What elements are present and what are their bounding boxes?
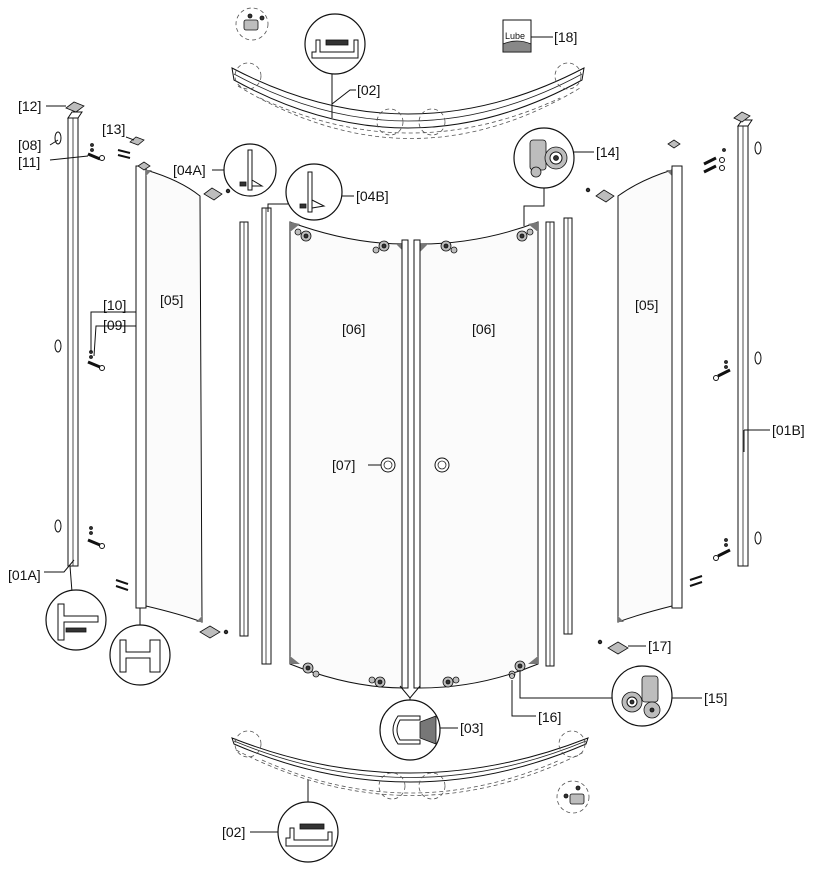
bottom-guide-left — [199, 625, 229, 639]
roller-bottom-left-1 — [302, 662, 320, 678]
left-fixed-panel — [115, 161, 203, 623]
top-screw-callout — [235, 7, 269, 41]
roller-top-left-2 — [372, 240, 390, 254]
right-sliding-door — [413, 221, 539, 689]
seal-04B-callout — [285, 163, 343, 221]
bottom-guide-right — [597, 639, 629, 655]
label-11: [11] — [18, 154, 40, 170]
label-04B: [04B] — [356, 188, 389, 204]
label-08: [08] — [18, 137, 41, 153]
part-16 — [509, 673, 515, 679]
roller-bottom-right-1 — [442, 676, 460, 688]
lube-sachet: Lube — [502, 19, 532, 53]
part-13 — [117, 136, 145, 159]
label-14: [14] — [596, 144, 619, 160]
left-sliding-door — [289, 221, 409, 689]
seal-04A-callout — [223, 143, 277, 197]
top-guide-right — [585, 187, 615, 203]
magnetic-strip-right — [545, 217, 573, 667]
profile-01A-callout — [45, 589, 107, 651]
screws-11 — [87, 143, 105, 161]
magnetic-strip-left — [239, 207, 272, 665]
label-06-left: [06] — [342, 321, 365, 337]
label-04A: [04A] — [173, 162, 206, 178]
label-15: [15] — [704, 690, 727, 706]
label-12: [12] — [18, 98, 41, 114]
label-17: [17] — [648, 638, 671, 654]
top-roller-callout — [513, 127, 575, 189]
knob-right — [434, 457, 450, 473]
screws-lower-left — [87, 526, 105, 549]
label-03: [03] — [460, 720, 483, 736]
top-track — [231, 62, 585, 139]
label-07: [07] — [332, 457, 355, 473]
screws-09-10 — [87, 350, 105, 371]
end-cap-12 — [65, 101, 85, 113]
label-13: [13] — [102, 121, 125, 137]
right-wall-profile — [733, 111, 762, 567]
label-05-left: [05] — [160, 292, 183, 308]
right-fixed-panel — [617, 139, 703, 623]
label-01A: [01A] — [8, 567, 41, 583]
label-05-right: [05] — [635, 297, 658, 313]
top-profile-callout — [304, 13, 366, 75]
top-guide-left — [203, 187, 231, 201]
label-16: [16] — [538, 709, 561, 725]
label-18: [18] — [554, 29, 577, 45]
bottom-profile-callout — [277, 801, 339, 863]
roller-top-right-1 — [440, 240, 458, 254]
bottom-screw-callout — [556, 780, 590, 814]
label-02-top: [02] — [357, 82, 380, 98]
label-09: [09] — [103, 317, 126, 333]
bottom-track — [231, 730, 589, 800]
roller-bottom-left-2 — [368, 676, 386, 688]
label-02-bottom: [02] — [222, 824, 245, 840]
left-wall-profile — [54, 111, 83, 567]
roller-top-right-2 — [516, 228, 534, 242]
screws-right — [703, 148, 731, 561]
label-01B: [01B] — [772, 422, 805, 438]
label-06-right: [06] — [472, 321, 495, 337]
label-10: [10] — [103, 297, 126, 313]
roller-top-left-1 — [294, 228, 312, 242]
profile-05-callout — [109, 624, 171, 686]
seal-03-callout — [379, 699, 441, 761]
knob-left — [380, 457, 396, 473]
lube-text: Lube — [505, 31, 525, 41]
bottom-roller-callout — [611, 665, 673, 727]
